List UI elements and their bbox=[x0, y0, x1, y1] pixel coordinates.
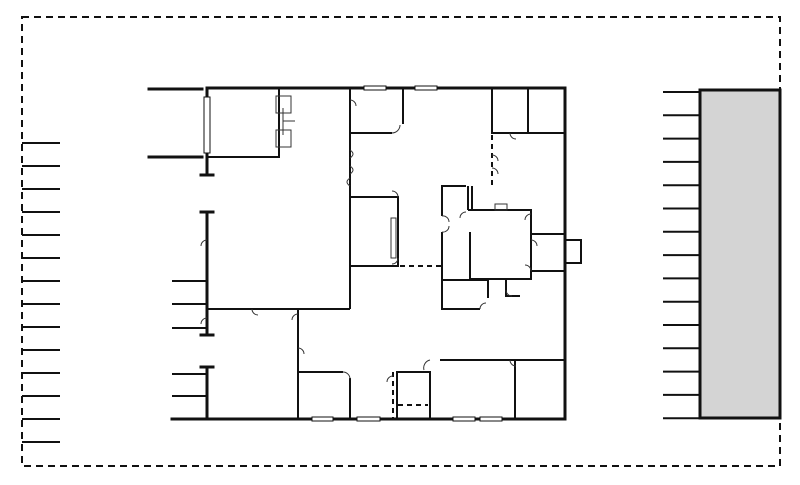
windows bbox=[203, 85, 503, 422]
adjacent-building bbox=[698, 88, 782, 420]
parking-right bbox=[663, 91, 700, 420]
interior-walls bbox=[207, 88, 565, 419]
exterior-walls bbox=[170, 86, 582, 421]
parking-left bbox=[22, 142, 60, 443]
building-parking-stubs bbox=[147, 87, 207, 420]
door-swings bbox=[200, 99, 538, 383]
site-boundary bbox=[21, 16, 781, 467]
